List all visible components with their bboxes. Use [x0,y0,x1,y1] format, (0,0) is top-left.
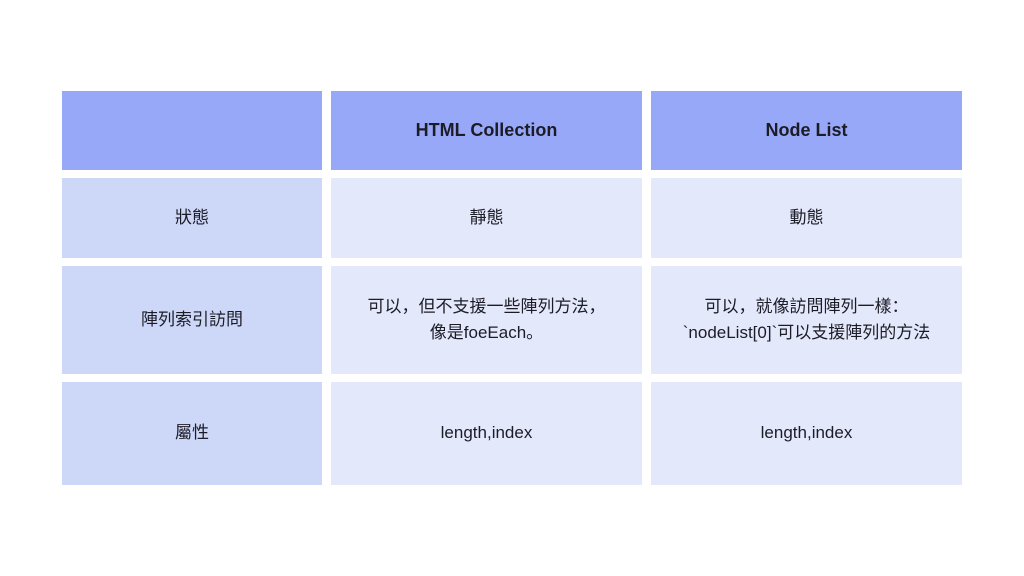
header-cell-node-list: Node List [651,91,962,170]
header-cell-html-collection: HTML Collection [331,91,642,170]
cell-properties-html-collection: length,index [331,382,642,485]
row-label-array-index-access: 陣列索引訪問 [62,266,322,374]
cell-status-node-list: 動態 [651,178,962,258]
cell-array-index-html-collection: 可以，但不支援一些陣列方法， 像是foeEach。 [331,266,642,374]
cell-status-html-collection: 靜態 [331,178,642,258]
row-label-status: 狀態 [62,178,322,258]
comparison-table: HTML Collection Node List 狀態 靜態 動態 陣列索引訪… [62,91,962,485]
header-cell-empty [62,91,322,170]
cell-array-index-node-list: 可以，就像訪問陣列一樣： `nodeList[0]`可以支援陣列的方法 [651,266,962,374]
row-label-properties: 屬性 [62,382,322,485]
cell-properties-node-list: length,index [651,382,962,485]
